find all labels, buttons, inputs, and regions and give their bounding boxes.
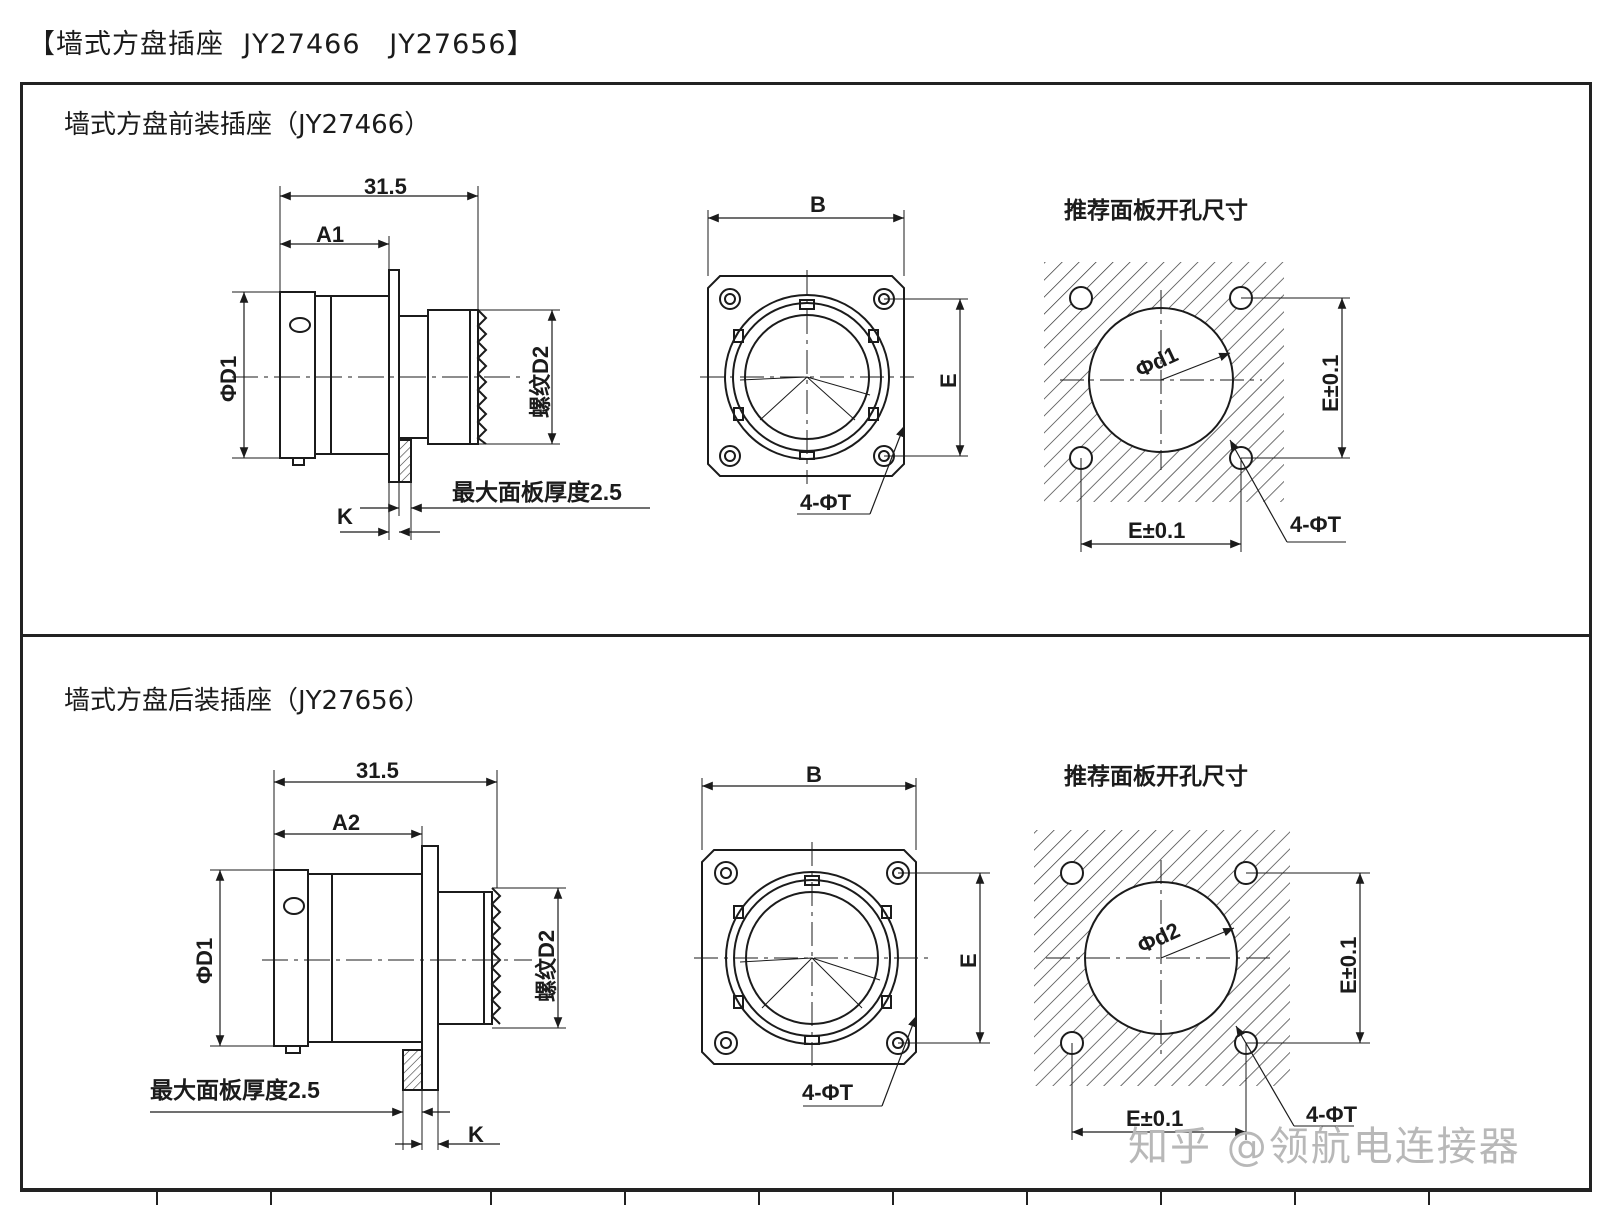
dim-width-2: B [806,762,822,787]
body-collar-2 [307,873,333,1043]
hole-label-2: 4-ΦT [802,1080,854,1105]
dim-length-1: 31.5 [364,174,407,199]
dim-spacing-1: E [936,373,961,388]
hole-label-1: 4-ΦT [800,490,852,515]
cutout-title-1: 推荐面板开孔尺寸 [1064,197,1248,223]
body-main-2 [331,873,423,1043]
panel-hatch-2 [402,1049,423,1091]
latch-2 [283,897,305,915]
watermark: 知乎 @领航电连接器 [1128,1124,1521,1170]
page-title: 【墙式方盘插座 JY27466 JY27656】 [28,29,535,60]
panel-thickness-label-2: 最大面板厚度2.5 [150,1077,320,1103]
thread-body-2 [437,891,493,1025]
front-view-2 [694,778,990,1107]
dim-depth-2: A2 [332,810,360,835]
dim-length-2: 31.5 [356,758,399,783]
dim-vertical-1: E±0.1 [1318,355,1343,412]
dim-diameter-1: ΦD1 [216,356,241,402]
dim-thread-2: 螺纹D2 [534,930,559,1002]
body-rear-1 [279,291,316,459]
thread-zigzag-2 [490,887,502,1025]
dim-depth-1: A1 [316,222,344,247]
square-flange-2 [701,849,917,1065]
section-title-front-mount: 墙式方盘前装插座（JY27466） [64,110,431,140]
body-collar-1 [314,295,332,455]
body-main-1 [330,295,390,455]
body-rear-2 [273,869,309,1047]
cutout-view-1 [1044,262,1350,552]
cutout-view-2 [1034,830,1370,1140]
side-view-1 [232,186,650,540]
table-header-strip [20,1188,1592,1205]
flange-2 [421,845,439,1091]
panel-thickness-label-1: 最大面板厚度2.5 [452,479,622,505]
panel-hatch-1 [398,439,412,483]
side-view-2 [150,770,566,1150]
hole-label-cutout-2: 4-ΦT [1306,1102,1358,1127]
square-flange-1 [707,275,905,477]
dim-horizontal-1: E±0.1 [1128,518,1185,543]
section-title-rear-mount: 墙式方盘后装插座（JY27656） [64,686,431,716]
dim-vertical-2: E±0.1 [1336,937,1361,994]
thread-zigzag-1 [476,309,488,445]
front-view-1 [700,210,968,515]
dim-diameter-2: ΦD1 [192,938,217,984]
flange-1 [388,269,400,483]
latch-1 [289,317,311,333]
dim-k-2: K [468,1122,484,1147]
section-divider [20,634,1592,637]
dim-horizontal-2: E±0.1 [1126,1106,1183,1131]
hole-label-cutout-1: 4-ΦT [1290,512,1342,537]
cutout-title-2: 推荐面板开孔尺寸 [1064,763,1248,789]
dim-width-1: B [810,192,826,217]
dim-thread-1: 螺纹D2 [528,346,553,418]
dim-k-1: K [337,504,353,529]
dim-spacing-2: E [956,953,981,968]
